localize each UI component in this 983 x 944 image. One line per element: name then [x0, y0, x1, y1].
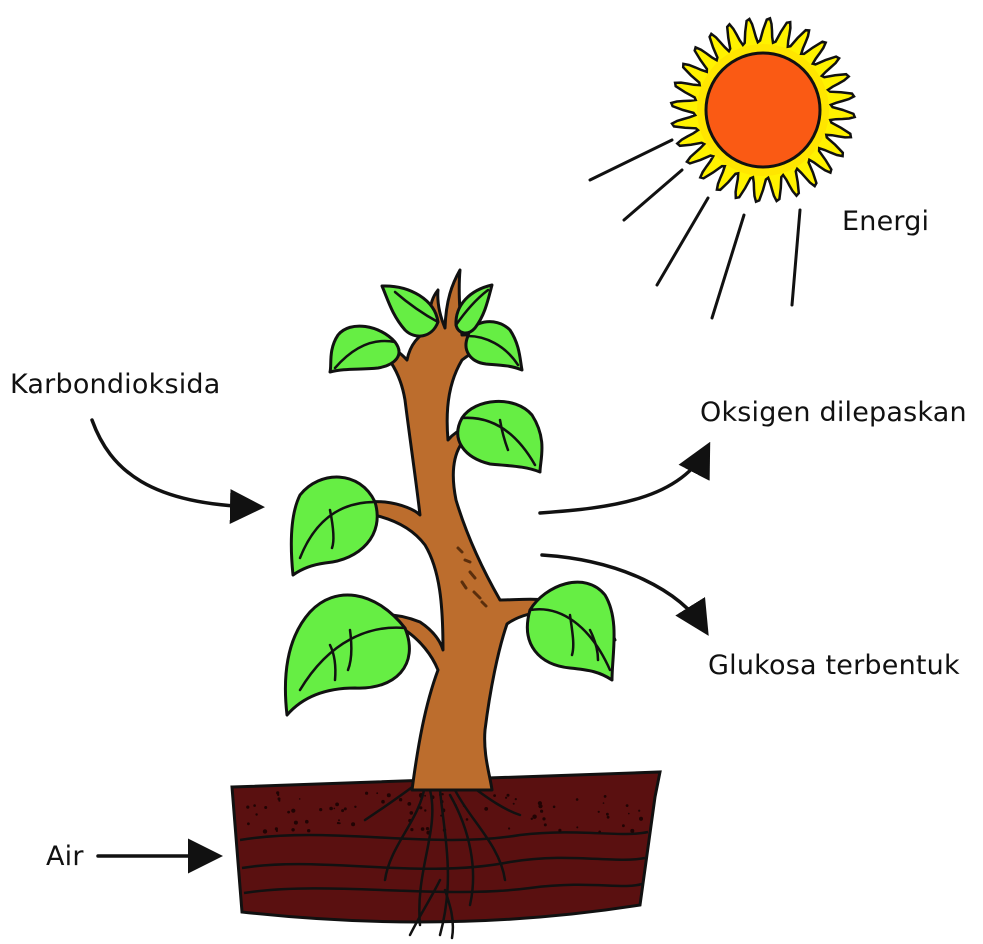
soil-speckle	[278, 800, 280, 802]
sun-ray	[624, 170, 682, 220]
label-oxygen: Oksigen dilepaskan	[700, 397, 967, 428]
soil-speckle	[294, 821, 298, 825]
soil-speckle	[291, 809, 295, 813]
soil-speckle	[493, 794, 496, 797]
soil-speckle	[329, 807, 333, 811]
soil-speckle	[299, 798, 301, 800]
label-carbon-dioxide: Karbondioksida	[10, 369, 221, 400]
soil-speckle	[334, 808, 336, 810]
soil-speckle	[337, 822, 339, 824]
soil-speckle	[424, 795, 426, 797]
soil-speckle	[341, 809, 344, 812]
soil-speckle	[513, 803, 515, 805]
label-water: Air	[46, 841, 84, 872]
soil-speckle	[484, 807, 488, 811]
leaf	[330, 326, 399, 372]
soil-speckle	[263, 829, 267, 833]
soil-speckle	[307, 829, 310, 832]
soil-speckle	[247, 822, 250, 825]
soil-speckle	[305, 820, 309, 824]
soil-speckle	[399, 798, 402, 801]
soil-speckle	[628, 813, 630, 815]
sun-ray	[712, 215, 744, 318]
soil-speckle	[255, 813, 257, 815]
soil-speckle	[542, 817, 545, 820]
soil-speckle	[291, 828, 294, 831]
soil-speckle	[424, 809, 426, 811]
arrow-co2-in	[92, 420, 258, 507]
soil-speckle	[540, 810, 543, 813]
soil-speckle	[558, 829, 561, 832]
soil-speckle	[507, 794, 510, 797]
soil-speckle	[264, 806, 267, 809]
soil-speckle	[576, 826, 578, 828]
soil-speckle	[387, 793, 391, 797]
leaf	[458, 401, 542, 472]
soil-speckle	[626, 804, 629, 807]
soil-speckle	[505, 797, 507, 799]
soil-speckle	[338, 819, 340, 821]
soil-speckle	[544, 823, 547, 826]
soil-speckle	[287, 811, 290, 814]
soil-speckle	[466, 818, 469, 821]
leaf	[527, 582, 614, 680]
leaf	[291, 477, 377, 575]
soil-speckle	[381, 800, 385, 804]
soil-speckle	[604, 795, 607, 798]
leaf	[382, 286, 438, 336]
sun-ray	[590, 140, 672, 180]
soil-speckle	[622, 824, 625, 827]
sun-ray	[792, 210, 800, 305]
soil-speckle	[606, 813, 609, 816]
soil-speckle	[576, 798, 579, 801]
soil-speckle	[276, 830, 278, 832]
soil-speckle	[640, 819, 642, 821]
label-energy: Energi	[842, 206, 929, 237]
soil-speckle	[531, 818, 533, 820]
soil-speckle	[508, 827, 510, 829]
soil-speckle	[598, 811, 600, 813]
soil-speckle	[421, 827, 425, 831]
soil-speckle	[538, 804, 542, 808]
soil-speckle	[335, 803, 339, 807]
soil-speckle	[354, 806, 356, 808]
soil-speckle	[607, 816, 610, 819]
soil-speckle	[426, 827, 429, 830]
label-glucose: Glukosa terbentuk	[708, 650, 960, 681]
soil-speckle	[246, 806, 249, 809]
soil-speckle	[365, 792, 368, 795]
soil-speckle	[553, 806, 556, 809]
soil-speckle	[319, 808, 322, 811]
soil-speckle	[410, 811, 414, 815]
sun-icon	[671, 18, 854, 201]
soil-speckle	[598, 831, 601, 834]
soil-speckle	[630, 829, 634, 833]
soil-speckle	[407, 802, 411, 806]
soil-speckle	[638, 810, 640, 812]
soil-speckle	[532, 815, 536, 819]
soil-speckle	[515, 798, 517, 800]
soil-speckle	[410, 828, 413, 831]
soil-speckle	[253, 804, 256, 807]
leaf	[285, 595, 409, 715]
soil-speckle	[376, 792, 378, 794]
soil-speckle	[603, 802, 605, 804]
soil-speckle	[277, 794, 279, 796]
soil-speckle	[351, 822, 355, 826]
sun-ray	[657, 198, 708, 285]
arrow-oxygen-out	[540, 448, 707, 513]
soil-speckle	[344, 807, 347, 810]
sun-core	[706, 53, 820, 167]
